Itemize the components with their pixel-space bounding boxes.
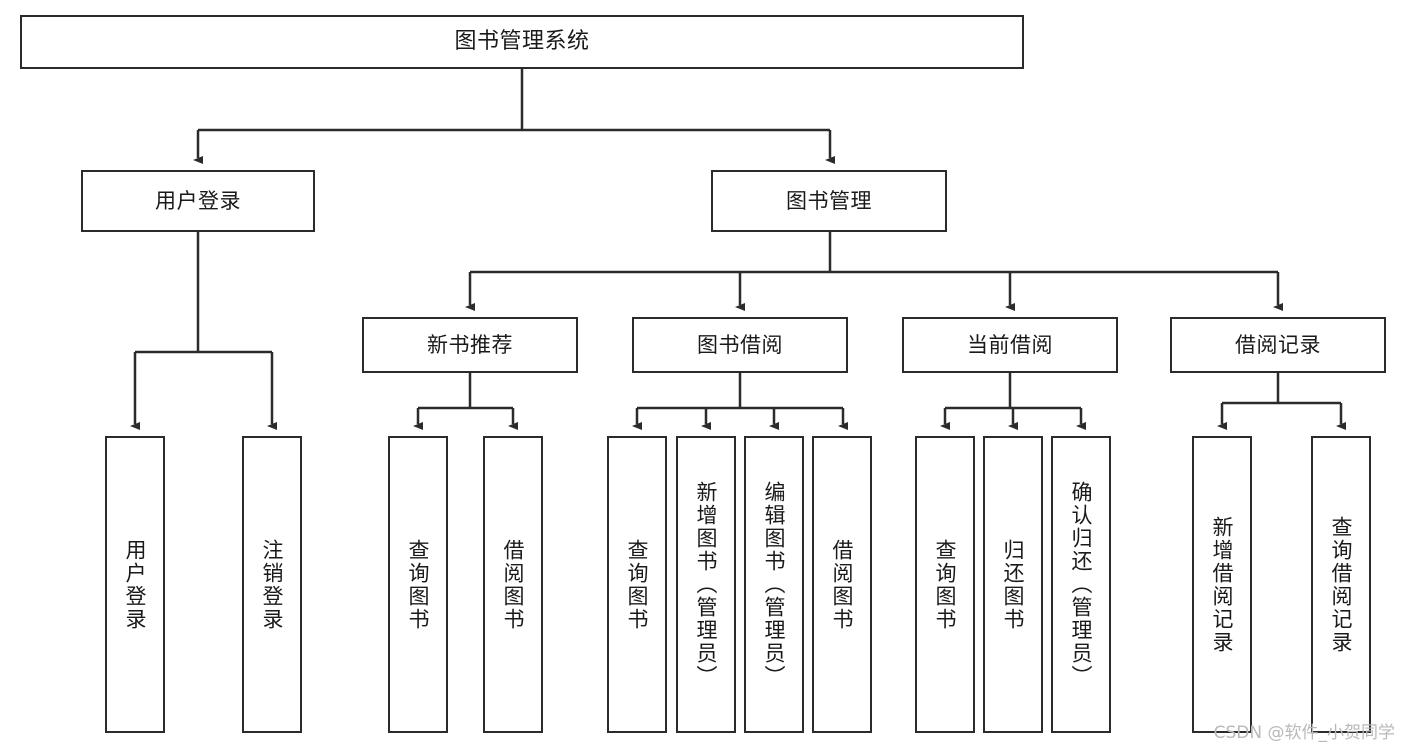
node-label: 用户登录 [155,188,241,213]
leaf-borrow-book[interactable]: 借阅图书 [812,436,872,733]
leaf-confirm-return-admin[interactable]: 确认归还（管理员） [1051,436,1111,733]
node-label: 查询图书 [406,538,431,631]
node-label: 查询借阅记录 [1329,515,1354,654]
node-label: 确认归还（管理员） [1069,481,1094,688]
node-book-borrow[interactable]: 图书借阅 [632,317,848,373]
node-label: 借阅图书 [830,538,855,631]
leaf-edit-book-admin[interactable]: 编辑图书（管理员） [744,436,804,733]
leaf-return-book[interactable]: 归还图书 [983,436,1043,733]
node-label: 图书管理系统 [454,29,590,55]
node-label: 借阅图书 [501,538,526,631]
node-label: 注销登录 [260,538,285,631]
leaf-user-login[interactable]: 用户登录 [105,436,165,733]
leaf-add-book-admin[interactable]: 新增图书（管理员） [676,436,736,733]
node-label: 新增图书（管理员） [694,481,719,688]
node-label: 编辑图书（管理员） [762,481,787,688]
leaf-borrow-book-new[interactable]: 借阅图书 [483,436,543,733]
node-label: 图书管理 [786,188,872,213]
leaf-logout[interactable]: 注销登录 [242,436,302,733]
node-book-management[interactable]: 图书管理 [711,170,947,232]
node-root-system[interactable]: 图书管理系统 [20,15,1024,69]
node-borrow-records[interactable]: 借阅记录 [1170,317,1386,373]
node-label: 图书借阅 [697,332,783,357]
node-label: 新书推荐 [427,332,513,357]
leaf-query-book-borrow[interactable]: 查询图书 [607,436,667,733]
node-user-login[interactable]: 用户登录 [81,170,315,232]
leaf-query-borrow-record[interactable]: 查询借阅记录 [1311,436,1371,733]
node-current-borrow[interactable]: 当前借阅 [902,317,1118,373]
node-label: 归还图书 [1001,538,1026,631]
leaf-add-borrow-record[interactable]: 新增借阅记录 [1192,436,1252,733]
leaf-query-book-current[interactable]: 查询图书 [915,436,975,733]
leaf-query-book-new[interactable]: 查询图书 [388,436,448,733]
node-new-book-recommend[interactable]: 新书推荐 [362,317,578,373]
node-label: 查询图书 [625,538,650,631]
node-label: 新增借阅记录 [1210,515,1235,654]
node-label: 借阅记录 [1235,332,1321,357]
node-label: 查询图书 [933,538,958,631]
node-label: 用户登录 [123,538,148,631]
node-label: 当前借阅 [967,332,1053,357]
